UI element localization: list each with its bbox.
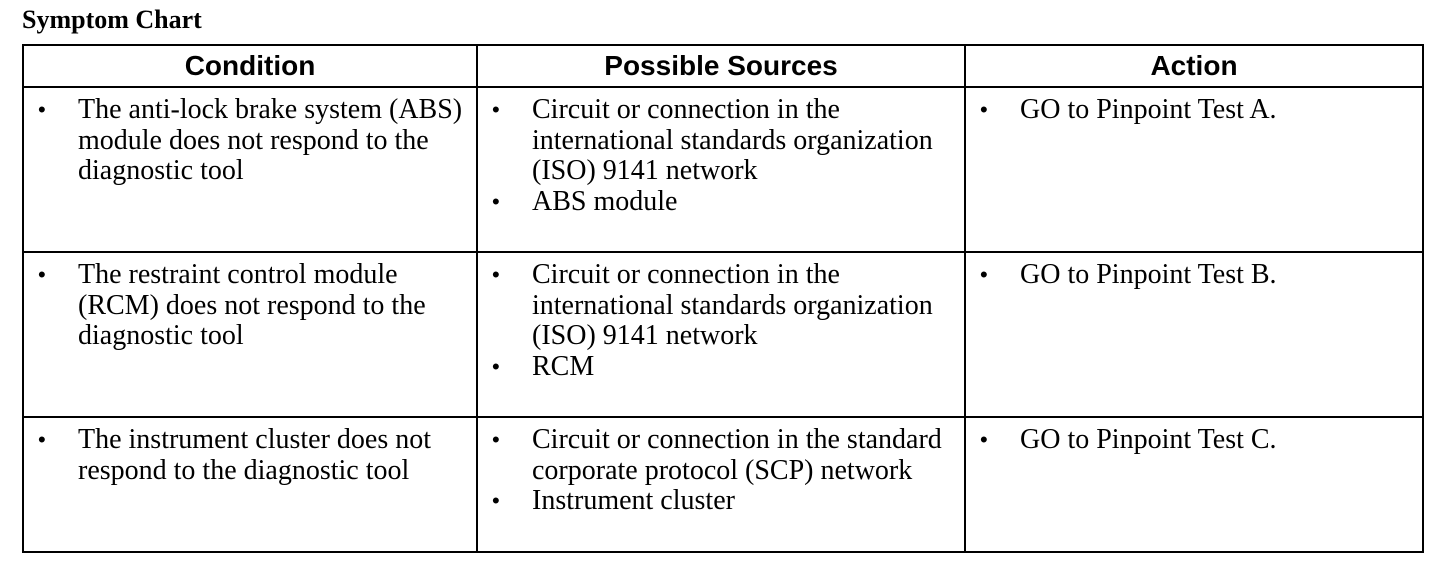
bullet-icon: • — [492, 488, 500, 513]
list-item: • The anti-lock brake system (ABS) module… — [24, 94, 476, 187]
list-item: • GO to Pinpoint Test A. — [966, 94, 1422, 126]
action-text: GO to Pinpoint Test A. — [1020, 94, 1277, 125]
source-text: ABS module — [532, 185, 678, 217]
list-item: • Instrument cluster — [478, 485, 964, 517]
action-list: • GO to Pinpoint Test C. — [966, 424, 1422, 456]
bullet-icon: • — [38, 97, 46, 122]
sources-cell: • Circuit or connection in the internatio… — [476, 251, 966, 418]
column-header-possible-sources: Possible Sources — [476, 44, 966, 88]
sources-cell: • Circuit or connection in the internatio… — [476, 86, 966, 253]
bullet-icon: • — [492, 188, 500, 214]
list-item: • Circuit or connection in the standard c… — [478, 424, 964, 486]
list-item: • The restraint control module (RCM) does… — [24, 259, 476, 352]
condition-list: • The restraint control module (RCM) does… — [24, 259, 476, 352]
action-cell: • GO to Pinpoint Test C. — [964, 416, 1424, 553]
list-item: • Circuit or connection in the internatio… — [478, 94, 964, 187]
list-item: • GO to Pinpoint Test C. — [966, 424, 1422, 456]
condition-cell: • The instrument cluster does not respond… — [22, 416, 478, 553]
header-row: Condition Possible Sources Action — [22, 44, 1424, 88]
condition-text: The instrument cluster does not respond … — [78, 424, 432, 486]
list-item: • The instrument cluster does not respond… — [24, 424, 476, 486]
action-cell: • GO to Pinpoint Test A. — [964, 86, 1424, 253]
list-item: • Circuit or connection in the internatio… — [478, 259, 964, 352]
condition-cell: • The restraint control module (RCM) does… — [22, 251, 478, 418]
bullet-icon: • — [492, 97, 500, 122]
source-text: Circuit or connection in the internation… — [532, 259, 933, 351]
sources-list: • Circuit or connection in the standard c… — [478, 424, 964, 517]
bullet-icon: • — [980, 262, 988, 287]
action-text: GO to Pinpoint Test B. — [1020, 259, 1277, 290]
source-text: Circuit or connection in the standard co… — [532, 424, 942, 486]
bullet-icon: • — [492, 353, 500, 379]
list-item: • ABS module — [478, 185, 964, 218]
bullet-icon: • — [980, 427, 988, 452]
sources-list: • Circuit or connection in the internatio… — [478, 94, 964, 218]
source-text: RCM — [532, 350, 595, 382]
action-list: • GO to Pinpoint Test B. — [966, 259, 1422, 291]
table-row: • The anti-lock brake system (ABS) module… — [22, 86, 1424, 253]
bullet-icon: • — [980, 97, 988, 122]
condition-cell: • The anti-lock brake system (ABS) module… — [22, 86, 478, 253]
action-text: GO to Pinpoint Test C. — [1020, 424, 1277, 455]
page-title: Symptom Chart — [22, 5, 202, 34]
condition-text: The restraint control module (RCM) does … — [78, 259, 426, 351]
bullet-icon: • — [38, 262, 46, 287]
action-list: • GO to Pinpoint Test A. — [966, 94, 1422, 126]
list-item: • RCM — [478, 350, 964, 383]
column-header-condition: Condition — [22, 44, 478, 88]
condition-list: • The anti-lock brake system (ABS) module… — [24, 94, 476, 187]
bullet-icon: • — [492, 262, 500, 287]
list-item: • GO to Pinpoint Test B. — [966, 259, 1422, 291]
source-text: Instrument cluster — [532, 485, 735, 516]
sources-cell: • Circuit or connection in the standard c… — [476, 416, 966, 553]
column-header-action: Action — [964, 44, 1424, 88]
source-text: Circuit or connection in the internation… — [532, 94, 933, 186]
condition-list: • The instrument cluster does not respond… — [24, 424, 476, 486]
action-cell: • GO to Pinpoint Test B. — [964, 251, 1424, 418]
table-row: • The restraint control module (RCM) does… — [22, 251, 1424, 418]
condition-text: The anti-lock brake system (ABS) module … — [78, 94, 463, 186]
table-row: • The instrument cluster does not respond… — [22, 416, 1424, 553]
bullet-icon: • — [38, 427, 46, 452]
sources-list: • Circuit or connection in the internatio… — [478, 259, 964, 383]
symptom-chart-table: Condition Possible Sources Action • The a… — [22, 44, 1424, 553]
bullet-icon: • — [492, 427, 500, 452]
